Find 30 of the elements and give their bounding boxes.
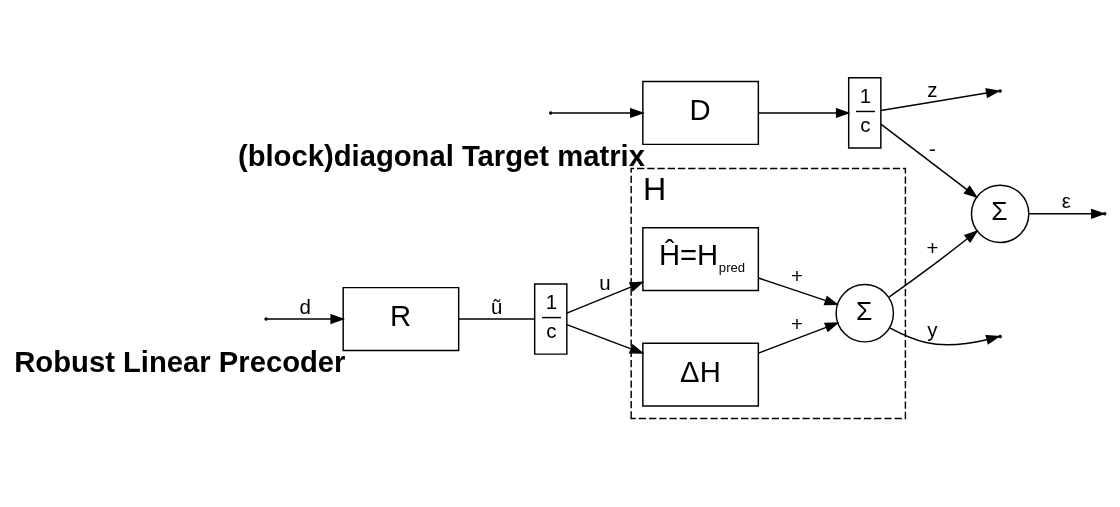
edge-label: ε xyxy=(1061,188,1071,212)
arrow xyxy=(566,281,645,314)
edge-label: d xyxy=(299,294,311,317)
arrow xyxy=(551,107,645,118)
arrow xyxy=(757,321,840,354)
node-box: R xyxy=(342,286,460,351)
edge-label: + xyxy=(791,311,804,335)
edge-label: - xyxy=(929,136,936,160)
node-box: 1 c xyxy=(847,76,882,149)
arrow xyxy=(757,107,851,118)
arrow xyxy=(757,276,840,305)
edge-label: z xyxy=(927,77,938,101)
node-box: ΔH xyxy=(642,341,760,407)
arrow xyxy=(880,87,1001,111)
arrow xyxy=(889,326,1001,345)
edge-label: ũ xyxy=(490,294,503,317)
node-box: Ĥ=H$_{pred}$ xyxy=(642,226,760,291)
node-circle: Σ xyxy=(835,283,895,343)
edge-label: + xyxy=(926,235,939,259)
connector xyxy=(458,317,535,320)
edge-label: + xyxy=(791,263,804,287)
arrow xyxy=(266,313,346,324)
arrow xyxy=(880,122,979,198)
node-circle: Σ xyxy=(970,183,1030,243)
arrow xyxy=(888,229,979,298)
node-box: D xyxy=(642,80,760,145)
edge-label: y xyxy=(927,317,938,341)
arrow xyxy=(566,323,645,354)
edge-label: u xyxy=(599,270,611,294)
node-box: 1 c xyxy=(533,282,568,355)
